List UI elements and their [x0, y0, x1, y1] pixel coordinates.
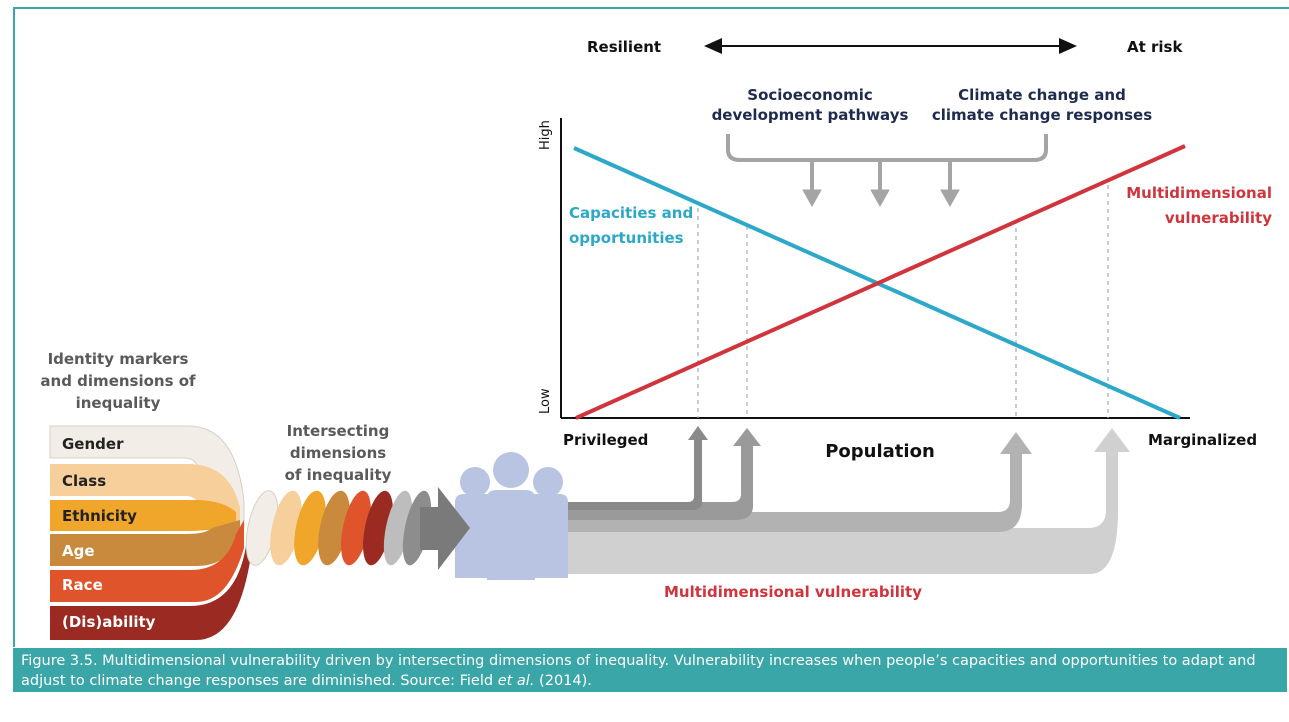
caption-et-al: et al.	[497, 673, 535, 689]
population-label: Population	[825, 441, 935, 462]
flow-arrow-4	[560, 428, 1130, 574]
identity-markers	[49, 425, 252, 640]
flow-arrow-3	[560, 432, 1032, 532]
vulnerability-line	[575, 144, 1186, 420]
caption-text: Figure 3.5. Multidimensional vulnerabili…	[21, 653, 1256, 689]
intersecting-coil	[245, 487, 470, 570]
people-icon	[455, 452, 568, 580]
marker-gender: Gender	[62, 435, 124, 453]
marker-class: Class	[62, 472, 106, 490]
at-risk-label: At risk	[1127, 38, 1183, 56]
resilient-label: Resilient	[587, 38, 661, 56]
flow-arrow-1	[560, 426, 708, 510]
y-high-label: High	[538, 120, 553, 150]
marker-disability: (Dis)ability	[62, 613, 156, 631]
flow-arrow-2	[560, 428, 761, 520]
bottom-vulnerability-label: Multidimensional vulnerability	[664, 583, 922, 601]
figure-caption: Figure 3.5. Multidimensional vulnerabili…	[13, 648, 1287, 692]
marker-ethnicity: Ethnicity	[62, 507, 137, 525]
caption-year: (2014).	[534, 673, 592, 689]
figure-frame	[13, 7, 1289, 647]
marginalized-label: Marginalized	[1148, 431, 1257, 449]
dashed-guides	[697, 185, 1109, 418]
privileged-label: Privileged	[563, 431, 648, 449]
driver-arrows	[802, 160, 960, 208]
marker-race: Race	[62, 576, 103, 594]
drivers-brace	[726, 134, 1048, 162]
y-low-label: Low	[538, 388, 553, 414]
marker-age: Age	[62, 542, 95, 560]
